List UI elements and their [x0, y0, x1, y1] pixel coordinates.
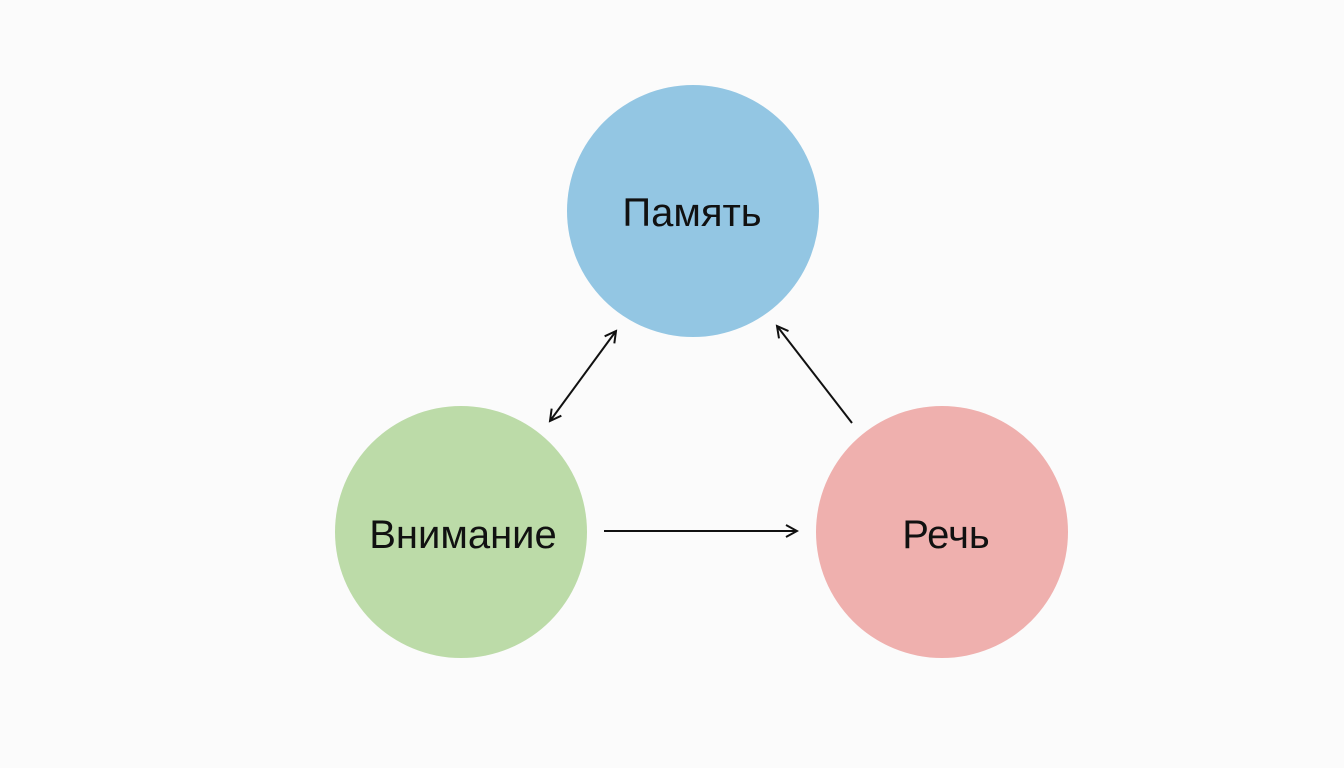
arrow-attention-memory — [550, 331, 616, 421]
speech-circle — [816, 406, 1068, 658]
memory-circle — [567, 85, 819, 337]
attention-label: Внимание — [369, 513, 557, 557]
node-speech: Речь — [816, 406, 1068, 658]
node-attention: Внимание — [335, 406, 587, 658]
speech-label: Речь — [902, 513, 990, 557]
arrow-speech-memory — [777, 326, 853, 424]
node-memory: Память — [567, 85, 819, 337]
attention-circle — [335, 406, 587, 658]
memory-label: Память — [622, 191, 761, 235]
